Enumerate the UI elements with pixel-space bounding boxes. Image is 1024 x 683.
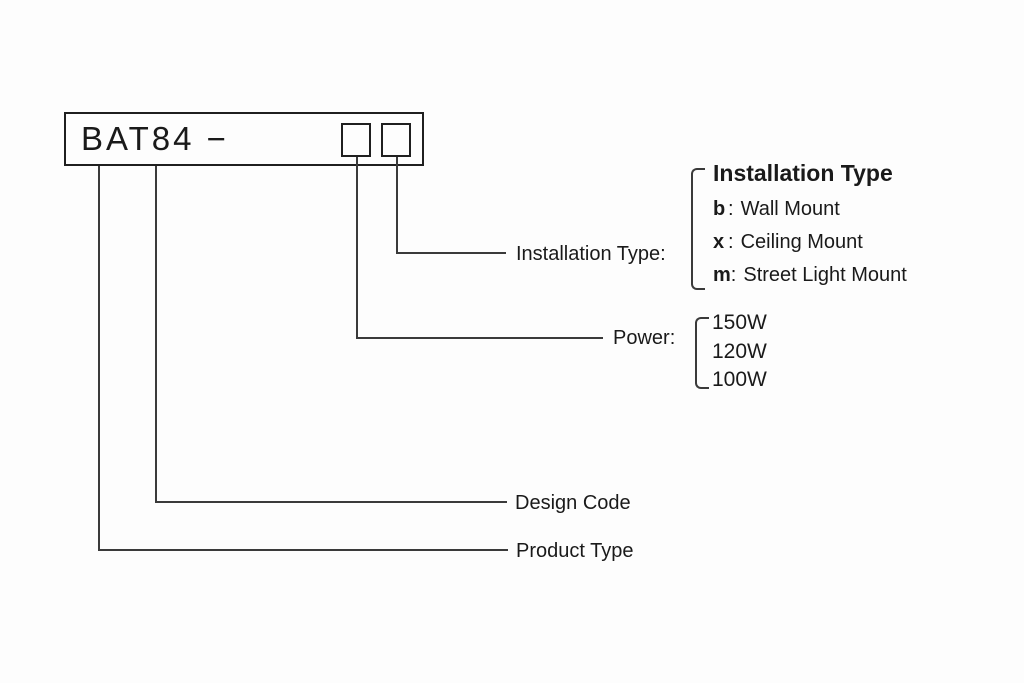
power-connector-vertical	[356, 157, 358, 339]
installation-type-connector-horizontal	[396, 252, 506, 254]
power-connector-horizontal	[356, 337, 603, 339]
power-callout-label: Power:	[613, 327, 676, 349]
installation-type-connector-vertical	[396, 157, 398, 254]
power-legend-bracket	[695, 317, 709, 389]
installation-legend-bracket	[691, 168, 705, 290]
option-code: m	[713, 264, 731, 286]
installation-type-placeholder-box	[381, 123, 411, 157]
power-placeholder-box	[341, 123, 371, 157]
option-separator: :	[728, 231, 734, 253]
installation-option-row-ceiling: x: Ceiling Mount	[713, 230, 863, 255]
option-code: b	[713, 198, 726, 220]
option-label: Wall Mount	[740, 198, 840, 220]
installation-type-legend: Installation Type b:Wall Mount x:Ceiling…	[691, 160, 951, 300]
model-code-box: BAT84 −	[64, 112, 424, 166]
product-type-connector-vertical	[98, 166, 100, 551]
design-code-connector-vertical	[155, 166, 157, 503]
option-separator: :	[728, 198, 734, 220]
option-code: x	[713, 231, 725, 253]
model-code-text: BAT84 −	[81, 120, 229, 157]
option-label: Street Light Mount	[743, 264, 907, 286]
power-legend: 150W 120W 100W	[695, 311, 815, 401]
installation-type-callout-label: Installation Type:	[516, 243, 666, 265]
design-code-connector-horizontal	[155, 501, 507, 503]
power-option-100w: 100W	[712, 368, 767, 391]
option-separator: :	[730, 264, 737, 286]
installation-option-row-street: m: Street Light Mount	[713, 263, 907, 288]
power-option-120w: 120W	[712, 340, 767, 363]
installation-legend-title: Installation Type	[713, 160, 893, 186]
power-option-150w: 150W	[712, 311, 767, 334]
design-code-callout-label: Design Code	[515, 492, 631, 514]
option-label: Ceiling Mount	[740, 231, 863, 253]
product-type-connector-horizontal	[98, 549, 508, 551]
product-type-callout-label: Product Type	[516, 540, 634, 562]
installation-option-row-wall: b: Wall Mount	[713, 197, 840, 222]
